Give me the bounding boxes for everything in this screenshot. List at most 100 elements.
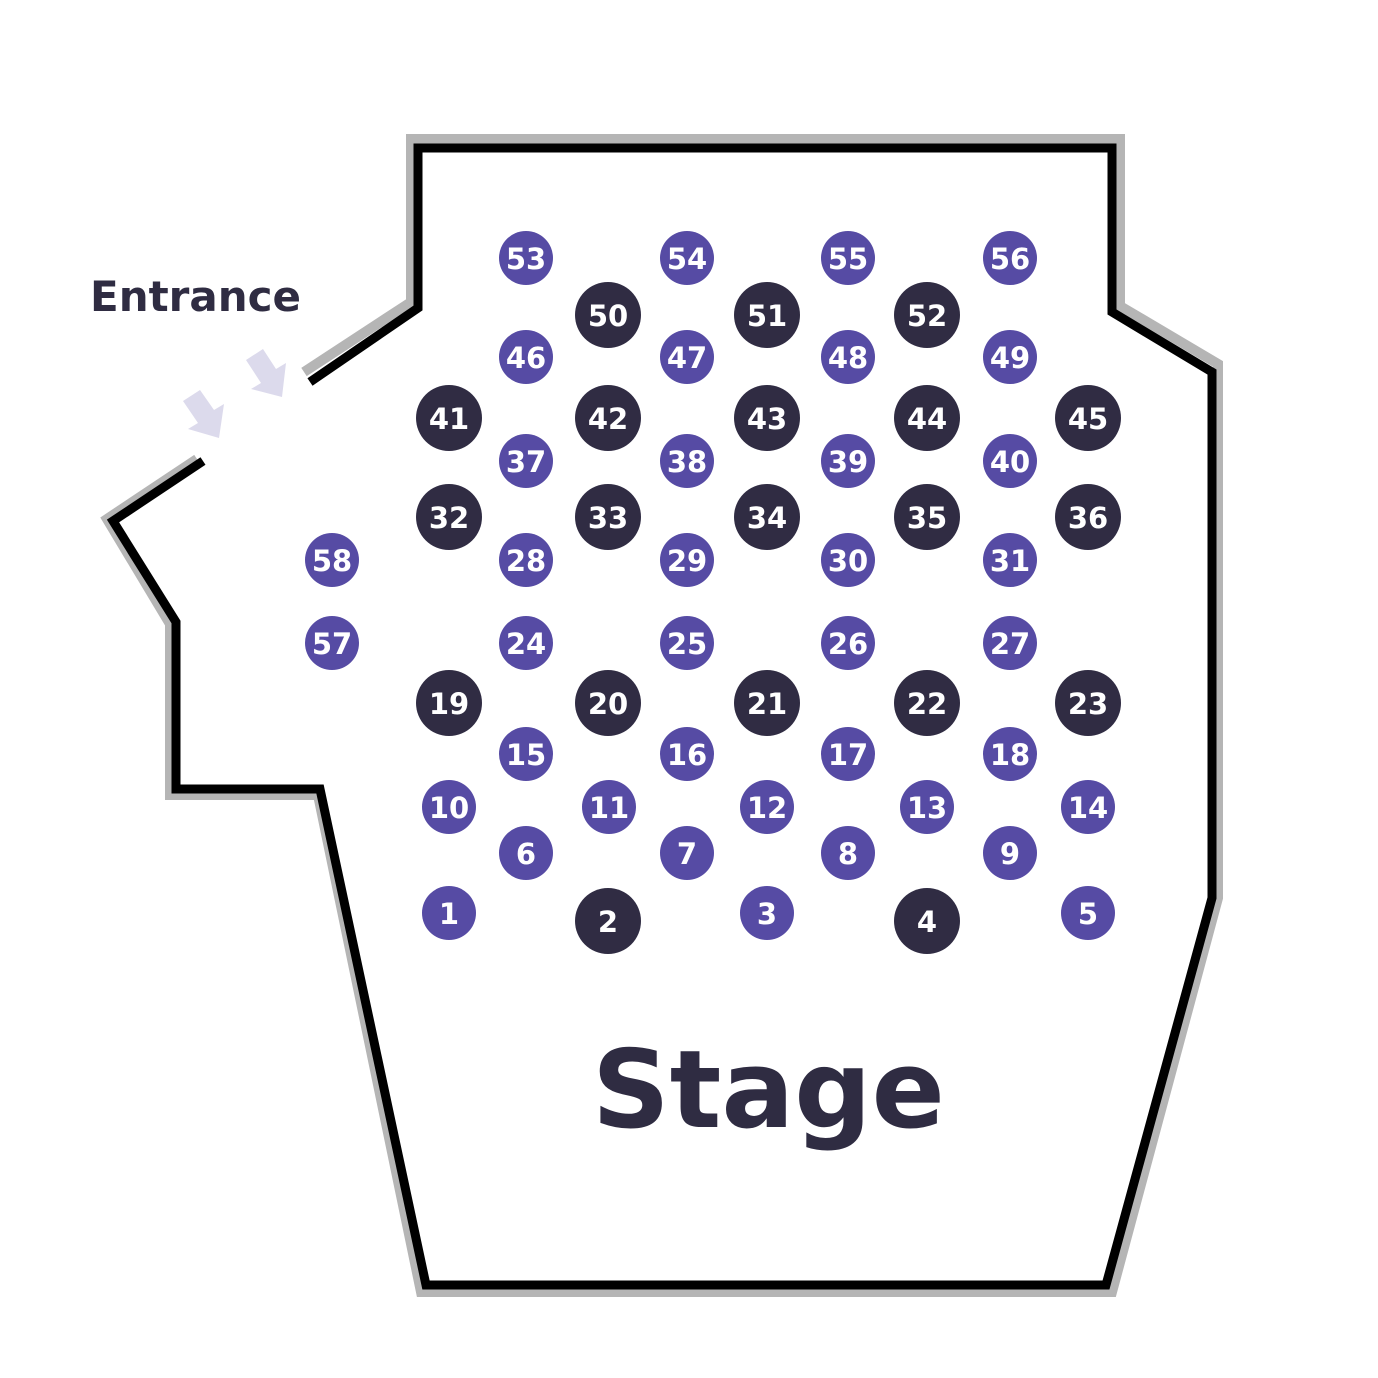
seat-28[interactable]: 28 <box>499 533 553 587</box>
seat-30[interactable]: 30 <box>821 533 875 587</box>
seat-39[interactable]: 39 <box>821 434 875 488</box>
seat-37[interactable]: 37 <box>499 434 553 488</box>
seat-large-circle[interactable] <box>894 385 960 451</box>
seat-53[interactable]: 53 <box>499 231 553 285</box>
seat-small-circle[interactable] <box>660 330 714 384</box>
seat-large-circle[interactable] <box>575 670 641 736</box>
seat-small-circle[interactable] <box>499 231 553 285</box>
seat-8[interactable]: 8 <box>821 826 875 880</box>
seat-41[interactable]: 41 <box>416 385 482 451</box>
seat-large-circle[interactable] <box>575 385 641 451</box>
seat-small-circle[interactable] <box>660 533 714 587</box>
seat-56[interactable]: 56 <box>983 231 1037 285</box>
seat-58[interactable]: 58 <box>305 533 359 587</box>
seat-small-circle[interactable] <box>305 616 359 670</box>
seat-3[interactable]: 3 <box>740 886 794 940</box>
seat-large-circle[interactable] <box>734 385 800 451</box>
seat-24[interactable]: 24 <box>499 616 553 670</box>
seat-42[interactable]: 42 <box>575 385 641 451</box>
seat-small-circle[interactable] <box>305 533 359 587</box>
seat-51[interactable]: 51 <box>734 282 800 348</box>
seat-44[interactable]: 44 <box>894 385 960 451</box>
seat-52[interactable]: 52 <box>894 282 960 348</box>
seat-large-circle[interactable] <box>575 282 641 348</box>
seat-small-circle[interactable] <box>1061 886 1115 940</box>
seat-35[interactable]: 35 <box>894 484 960 550</box>
seat-54[interactable]: 54 <box>660 231 714 285</box>
seat-17[interactable]: 17 <box>821 727 875 781</box>
seat-43[interactable]: 43 <box>734 385 800 451</box>
seat-small-circle[interactable] <box>821 330 875 384</box>
seat-20[interactable]: 20 <box>575 670 641 736</box>
seat-large-circle[interactable] <box>416 484 482 550</box>
seat-small-circle[interactable] <box>983 231 1037 285</box>
seat-13[interactable]: 13 <box>900 780 954 834</box>
seat-2[interactable]: 2 <box>575 888 641 954</box>
seat-small-circle[interactable] <box>821 727 875 781</box>
seat-small-circle[interactable] <box>983 330 1037 384</box>
seat-large-circle[interactable] <box>1055 484 1121 550</box>
seat-small-circle[interactable] <box>660 826 714 880</box>
seat-small-circle[interactable] <box>499 533 553 587</box>
seat-small-circle[interactable] <box>821 616 875 670</box>
seat-large-circle[interactable] <box>894 484 960 550</box>
seat-small-circle[interactable] <box>660 727 714 781</box>
seat-49[interactable]: 49 <box>983 330 1037 384</box>
seat-small-circle[interactable] <box>983 616 1037 670</box>
seat-small-circle[interactable] <box>821 533 875 587</box>
seat-large-circle[interactable] <box>894 888 960 954</box>
seat-27[interactable]: 27 <box>983 616 1037 670</box>
seat-57[interactable]: 57 <box>305 616 359 670</box>
seat-small-circle[interactable] <box>1061 780 1115 834</box>
seat-small-circle[interactable] <box>660 434 714 488</box>
seat-small-circle[interactable] <box>422 886 476 940</box>
seat-29[interactable]: 29 <box>660 533 714 587</box>
seat-7[interactable]: 7 <box>660 826 714 880</box>
seat-9[interactable]: 9 <box>983 826 1037 880</box>
seat-large-circle[interactable] <box>894 282 960 348</box>
seat-large-circle[interactable] <box>894 670 960 736</box>
seat-14[interactable]: 14 <box>1061 780 1115 834</box>
seat-38[interactable]: 38 <box>660 434 714 488</box>
seat-small-circle[interactable] <box>983 727 1037 781</box>
seat-large-circle[interactable] <box>1055 385 1121 451</box>
seat-46[interactable]: 46 <box>499 330 553 384</box>
seat-small-circle[interactable] <box>499 330 553 384</box>
seat-small-circle[interactable] <box>983 533 1037 587</box>
seat-15[interactable]: 15 <box>499 727 553 781</box>
seat-small-circle[interactable] <box>900 780 954 834</box>
seat-25[interactable]: 25 <box>660 616 714 670</box>
seat-small-circle[interactable] <box>499 616 553 670</box>
seat-48[interactable]: 48 <box>821 330 875 384</box>
seat-large-circle[interactable] <box>416 385 482 451</box>
seat-32[interactable]: 32 <box>416 484 482 550</box>
seat-31[interactable]: 31 <box>983 533 1037 587</box>
seat-40[interactable]: 40 <box>983 434 1037 488</box>
seat-26[interactable]: 26 <box>821 616 875 670</box>
seat-19[interactable]: 19 <box>416 670 482 736</box>
seat-small-circle[interactable] <box>821 434 875 488</box>
seat-55[interactable]: 55 <box>821 231 875 285</box>
seat-large-circle[interactable] <box>416 670 482 736</box>
seat-small-circle[interactable] <box>983 826 1037 880</box>
seat-small-circle[interactable] <box>660 231 714 285</box>
seat-small-circle[interactable] <box>499 826 553 880</box>
seat-small-circle[interactable] <box>499 727 553 781</box>
seat-4[interactable]: 4 <box>894 888 960 954</box>
seat-50[interactable]: 50 <box>575 282 641 348</box>
seat-small-circle[interactable] <box>582 780 636 834</box>
seat-36[interactable]: 36 <box>1055 484 1121 550</box>
seat-small-circle[interactable] <box>660 616 714 670</box>
seat-12[interactable]: 12 <box>740 780 794 834</box>
seat-large-circle[interactable] <box>1055 670 1121 736</box>
seat-large-circle[interactable] <box>575 888 641 954</box>
seat-small-circle[interactable] <box>499 434 553 488</box>
seat-large-circle[interactable] <box>734 484 800 550</box>
seat-6[interactable]: 6 <box>499 826 553 880</box>
seat-5[interactable]: 5 <box>1061 886 1115 940</box>
seat-large-circle[interactable] <box>734 670 800 736</box>
seat-small-circle[interactable] <box>983 434 1037 488</box>
seat-small-circle[interactable] <box>740 780 794 834</box>
seat-large-circle[interactable] <box>734 282 800 348</box>
seat-23[interactable]: 23 <box>1055 670 1121 736</box>
